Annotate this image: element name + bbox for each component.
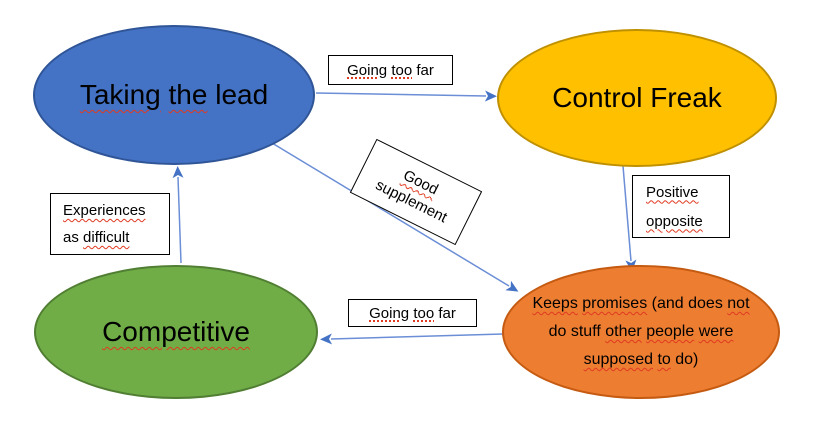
node-control-freak[interactable]: Control Freak — [497, 29, 777, 167]
word: far — [416, 61, 434, 79]
connector-competitive-to-taking-the-lead[interactable] — [172, 166, 184, 264]
edge-label-going-too-far-top[interactable]: Going too far — [328, 55, 453, 85]
word: to — [657, 351, 671, 368]
word: other — [605, 323, 642, 340]
word: Control — [552, 82, 643, 113]
word: does — [688, 295, 723, 312]
word: supposed — [583, 351, 653, 368]
word: too — [413, 304, 435, 322]
node-keeps-promises-label: Keeps promises (and does not do stuff oth… — [532, 290, 749, 374]
connector-taking-to-control-freak[interactable] — [315, 90, 497, 102]
connector-keeps-promises-to-competitive[interactable] — [320, 333, 504, 345]
node-competitive-label: Competitive — [102, 315, 250, 349]
word: not — [727, 295, 750, 312]
word: Freak — [650, 82, 722, 113]
word: do) — [675, 351, 699, 368]
edge-label-text: Experiences as difficult — [63, 197, 146, 251]
word: Keeps — [532, 295, 578, 312]
word: opposite — [646, 212, 703, 230]
word: Going — [369, 304, 410, 322]
word: Experiences — [63, 202, 146, 219]
node-competitive[interactable]: Competitive — [34, 265, 318, 399]
word: do — [548, 323, 567, 340]
word: promises — [582, 295, 648, 312]
word: the — [168, 79, 208, 110]
word: difficult — [83, 229, 130, 246]
word: people — [646, 323, 695, 340]
edge-label-experiences-as-difficult[interactable]: Experiences as difficult — [50, 193, 170, 255]
word: lead — [215, 79, 269, 110]
edge-label-going-too-far-bottom[interactable]: Going too far — [348, 299, 477, 327]
node-taking-the-lead-label: Taking the lead — [80, 78, 268, 112]
word: Positive — [646, 183, 699, 201]
word: stuff — [570, 323, 601, 340]
node-keeps-promises[interactable]: Keeps promises (and does not do stuff oth… — [502, 265, 780, 399]
node-taking-the-lead[interactable]: Taking the lead — [33, 25, 315, 165]
word: Taking — [79, 79, 161, 110]
edge-label-text: Going too far — [369, 305, 456, 322]
word: were — [698, 323, 734, 340]
word: Going — [347, 61, 388, 79]
edge-label-text: Positive opposite — [646, 178, 703, 236]
edge-label-text: Going too far — [347, 62, 434, 79]
word: too — [391, 61, 413, 79]
word: as — [63, 229, 79, 246]
word: far — [438, 304, 456, 322]
edge-label-positive-opposite[interactable]: Positive opposite — [632, 175, 730, 238]
connector-taking-to-keeps-promises[interactable] — [271, 142, 519, 292]
connector-control-freak-to-keeps-promises[interactable] — [622, 165, 637, 272]
node-control-freak-label: Control Freak — [552, 81, 722, 115]
word: (and — [651, 295, 684, 312]
word: Competitive — [102, 316, 250, 347]
